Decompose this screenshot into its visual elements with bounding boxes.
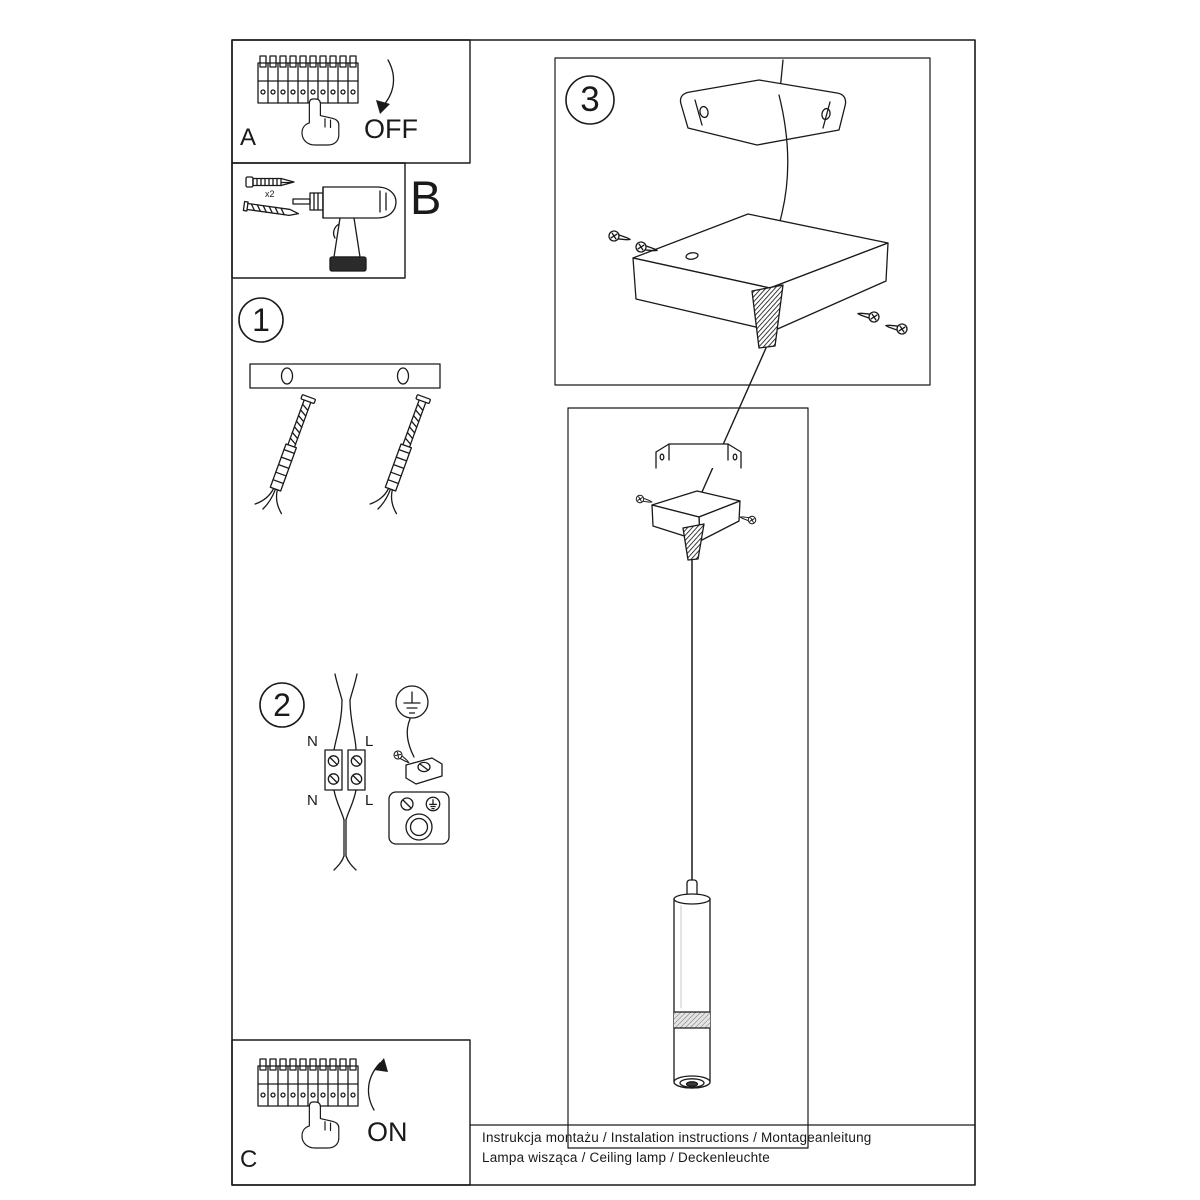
- step-2-number: 2: [273, 687, 291, 723]
- mains-wires-top-icon: [333, 673, 358, 751]
- pendant-lamp-icon: [673, 879, 711, 1089]
- panel-b-box: [231, 162, 406, 279]
- small-cone-icon: [682, 523, 705, 561]
- mains-wires-bottom-icon: [333, 789, 357, 871]
- footer-title-line: Instrukcja montażu / Instalation instruc…: [482, 1130, 872, 1145]
- wall-plug-icon: [245, 176, 295, 188]
- ground-symbol-icon: [395, 685, 429, 719]
- pointing-hand-icon: [301, 98, 340, 146]
- canopy-screw-icon: [607, 229, 632, 245]
- step3-box: [554, 57, 931, 386]
- panel-b-label: B: [410, 171, 442, 224]
- canopy-screw-icon: [634, 493, 654, 507]
- on-label: ON: [367, 1117, 408, 1147]
- tools-illustration: [242, 176, 397, 272]
- ground-wire: [406, 718, 415, 758]
- step1-circle: [238, 297, 284, 343]
- strain-relief-cone-icon: [751, 284, 784, 349]
- off-label: OFF: [364, 114, 418, 144]
- wall-anchor-right-icon: [368, 391, 438, 517]
- breaker-off-illustration: [257, 55, 395, 146]
- terminal-block-icon: [324, 749, 366, 791]
- step2-circle: [259, 682, 305, 728]
- breaker-panel-icon: [257, 1058, 359, 1107]
- step-1-number: 1: [252, 302, 270, 338]
- hanging-cable-upper: [697, 347, 767, 502]
- live-label-top: L: [365, 733, 374, 750]
- screw-icon: [242, 200, 300, 219]
- canopy-icon: [632, 213, 889, 332]
- panel-c-box: [231, 1039, 471, 1186]
- drill-icon: [292, 186, 397, 272]
- ceiling-cable: [777, 94, 789, 231]
- footer-product-line: Lampa wisząca / Ceiling lamp / Deckenleu…: [482, 1150, 770, 1165]
- step-3-number: 3: [580, 80, 600, 119]
- breaker-panel-icon: [257, 55, 359, 104]
- panel-c-label: C: [240, 1146, 258, 1173]
- mounting-bracket-icon: [249, 363, 441, 389]
- cable-clamp-icon: [388, 748, 450, 845]
- off-arrow-icon: [376, 59, 395, 114]
- canopy-screw-icon: [738, 512, 758, 526]
- ceiling-bracket-icon: [679, 59, 847, 231]
- dowel-count-label: x2: [265, 189, 275, 199]
- outer-frame: [231, 39, 976, 1186]
- assembly-box: [567, 407, 809, 1149]
- wall-anchor-left-icon: [253, 391, 323, 517]
- on-arrow-icon: [367, 1058, 388, 1111]
- pointing-hand-icon: [301, 1101, 340, 1149]
- neutral-label-top: N: [307, 733, 318, 750]
- panel-a-label: A: [240, 124, 257, 151]
- live-label-bottom: L: [365, 792, 374, 809]
- breaker-on-illustration: [257, 1058, 388, 1149]
- canopy-screw-icon: [856, 308, 881, 324]
- neutral-label-bottom: N: [307, 792, 318, 809]
- small-bracket-icon: [655, 443, 742, 469]
- canopy-screw-icon: [884, 320, 909, 336]
- step3-circle: [565, 75, 615, 125]
